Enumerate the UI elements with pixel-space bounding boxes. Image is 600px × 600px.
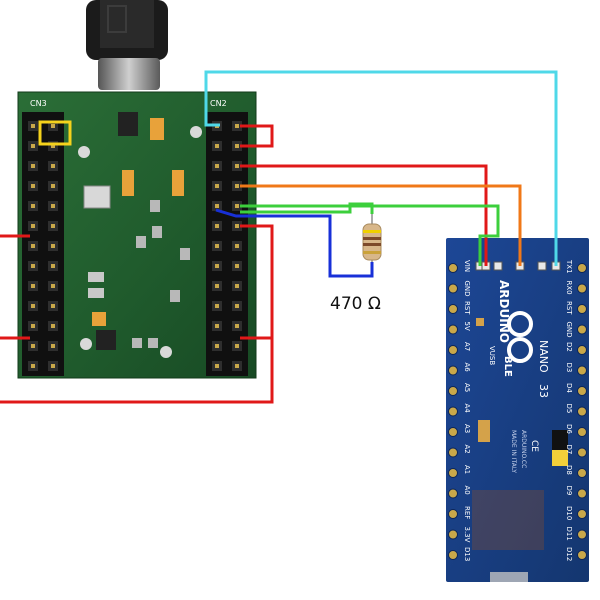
arduino-pin-label: A6 — [463, 363, 471, 373]
arduino-right-pad — [577, 386, 587, 396]
arduino-model-33: 33 — [537, 384, 550, 398]
arduino-pin-label: D9 — [565, 486, 573, 496]
ic-u2 — [96, 330, 116, 350]
arduino-pin-label: D13 — [463, 547, 471, 561]
crystal-y1 — [83, 185, 111, 209]
arduino-left-pad — [448, 406, 458, 417]
wire-cyan — [204, 70, 558, 266]
wire-red-top — [240, 124, 274, 148]
arduino-right-pad — [577, 406, 587, 417]
arduino-left-pad — [448, 488, 458, 499]
arduino-pin-label: GND — [565, 322, 573, 338]
wire-red-loop — [0, 224, 274, 404]
arduino-left-pad — [448, 365, 458, 376]
arduino-top-pad — [493, 261, 503, 271]
wire-green — [240, 204, 500, 266]
wire-orange — [240, 184, 522, 266]
arduino-logo — [507, 311, 533, 363]
arduino-pin-label: TX1 — [565, 259, 573, 274]
arduino-pin-label: A2 — [463, 445, 471, 454]
arduino-vusb: VUSB — [488, 346, 496, 365]
wire-green-resistor — [240, 202, 374, 214]
arduino-left-pad — [448, 324, 458, 335]
arduino-left-pad — [448, 304, 458, 314]
arduino-left-pad — [448, 529, 458, 540]
arduino-pin-label: GND — [463, 281, 471, 297]
wire-blue — [215, 208, 374, 278]
arduino-pin-label: RST — [565, 301, 573, 315]
arduino-pin-label: D5 — [565, 404, 573, 414]
arduino-pin-label: D4 — [565, 383, 573, 393]
arduino-pin-label: A4 — [463, 404, 471, 414]
arduino-right-pad — [577, 468, 587, 478]
arduino-pin-label: A1 — [463, 465, 471, 474]
arduino-ble: BLE — [502, 356, 513, 377]
arduino-right-pad — [577, 550, 587, 560]
arduino-pin-label: 5V — [463, 322, 471, 331]
arduino-pin-label: D7 — [565, 445, 573, 455]
cn3-header — [22, 112, 64, 376]
arduino-left-pad — [448, 263, 458, 273]
arduino-pin-label: D12 — [565, 547, 573, 561]
arduino-pin-label: D11 — [565, 527, 573, 541]
arduino-left-pad — [448, 550, 458, 560]
cn2-label: CN2 — [210, 99, 227, 108]
arduino-pin-label: RST — [463, 301, 471, 315]
arduino-right-pad — [577, 304, 587, 314]
arduino-pin-label: VIN — [463, 260, 471, 272]
arduino-pin-label: D3 — [565, 363, 573, 373]
arduino-right-pad — [577, 447, 587, 458]
arduino-left-pad — [448, 427, 458, 437]
arduino-right-pad — [577, 427, 587, 437]
cn2-header — [206, 112, 248, 376]
arduino-made-in: MADE IN ITALY — [510, 430, 517, 473]
arduino-model-nano: NANO — [537, 340, 550, 373]
arduino-nano-board: ARDUINO BLE NANO 33 MADE IN ITALY ARDUIN… — [446, 238, 589, 582]
cn3-label: CN3 — [30, 99, 47, 108]
arduino-ce: CE — [529, 440, 539, 452]
arduino-url: ARDUINO.CC — [520, 430, 527, 468]
source-board: CN3 CN2 — [17, 91, 257, 379]
arduino-pin-label: D2 — [565, 342, 573, 352]
arduino-right-pad — [577, 324, 587, 335]
arduino-left-pad — [448, 447, 458, 458]
arduino-pin-label: A7 — [463, 342, 471, 351]
arduino-left-pad — [448, 386, 458, 396]
arduino-pin-label: A5 — [463, 383, 471, 392]
arduino-pin-label: D6 — [565, 424, 573, 434]
arduino-pin-label: A3 — [463, 424, 471, 433]
arduino-pin-label: A0 — [463, 486, 471, 495]
arduino-top-pad — [537, 261, 547, 271]
wire-red-long — [240, 164, 488, 266]
ic-u3 — [118, 112, 138, 136]
arduino-right-pad — [577, 509, 587, 519]
arduino-right-pad — [577, 345, 587, 355]
arduino-pin-label: 3.3V — [463, 527, 471, 543]
jumper — [38, 120, 72, 146]
usb-cable — [86, 0, 168, 90]
wires — [0, 70, 558, 404]
arduino-left-pad — [448, 283, 458, 294]
arduino-right-pad — [577, 365, 587, 376]
arduino-left-pad — [448, 345, 458, 355]
arduino-left-pad — [448, 468, 458, 478]
arduino-right-pad — [577, 529, 587, 540]
resistor-label: 470 Ω — [330, 294, 381, 314]
arduino-pin-label: D8 — [565, 465, 573, 475]
arduino-pin-label: RX0 — [565, 281, 573, 295]
arduino-brand: ARDUINO — [497, 280, 511, 343]
arduino-pin-label: D10 — [565, 506, 573, 520]
arduino-right-pad — [577, 283, 587, 294]
arduino-pin-label: REF — [463, 506, 471, 519]
arduino-right-pad — [577, 488, 587, 499]
arduino-left-pad — [448, 509, 458, 519]
arduino-right-pad — [577, 263, 587, 273]
